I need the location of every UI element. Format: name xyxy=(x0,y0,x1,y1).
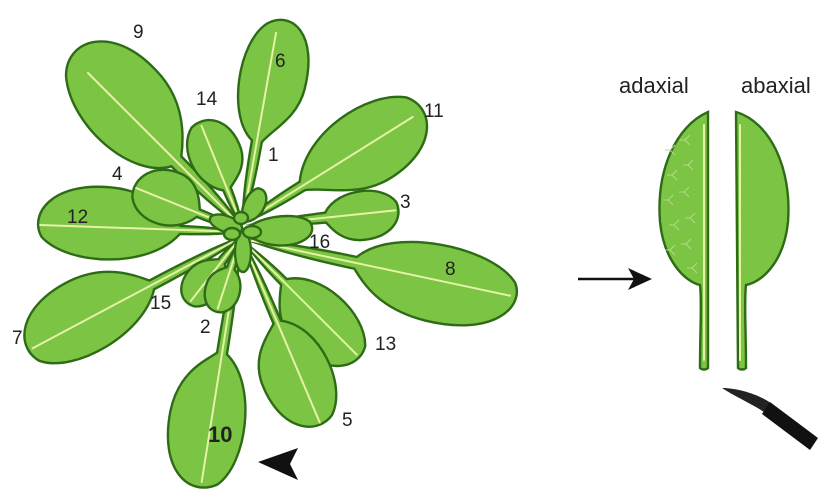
leaf-label-3: 3 xyxy=(400,192,411,213)
leaf-label-16: 16 xyxy=(309,232,330,253)
leaf-label-8: 8 xyxy=(445,259,456,280)
leaf-label-1: 1 xyxy=(268,145,279,166)
arrowhead-pointer-icon xyxy=(258,448,298,480)
leaf-label-5: 5 xyxy=(342,410,353,431)
leaf-label-2: 2 xyxy=(200,317,211,338)
leaf-label-10: 10 xyxy=(208,422,232,447)
leaf-label-6: 6 xyxy=(275,51,286,72)
scalpel-icon xyxy=(722,388,818,450)
leaf-label-7: 7 xyxy=(12,328,23,349)
abaxial-leaf-half xyxy=(736,112,788,370)
abaxial-label: abaxial xyxy=(741,73,811,98)
leaf-label-12: 12 xyxy=(67,207,88,228)
adaxial-leaf-half xyxy=(659,112,708,370)
leaf-label-11: 11 xyxy=(424,101,444,122)
leaf-label-4: 4 xyxy=(112,164,123,185)
leaf-label-9: 9 xyxy=(133,22,144,43)
leaf-label-13: 13 xyxy=(375,334,396,355)
rosette xyxy=(9,14,524,493)
leaf-label-15: 15 xyxy=(150,293,171,314)
leaf-label-14: 14 xyxy=(196,89,218,110)
right-arrow-icon xyxy=(578,268,652,290)
adaxial-label: adaxial xyxy=(619,73,689,98)
